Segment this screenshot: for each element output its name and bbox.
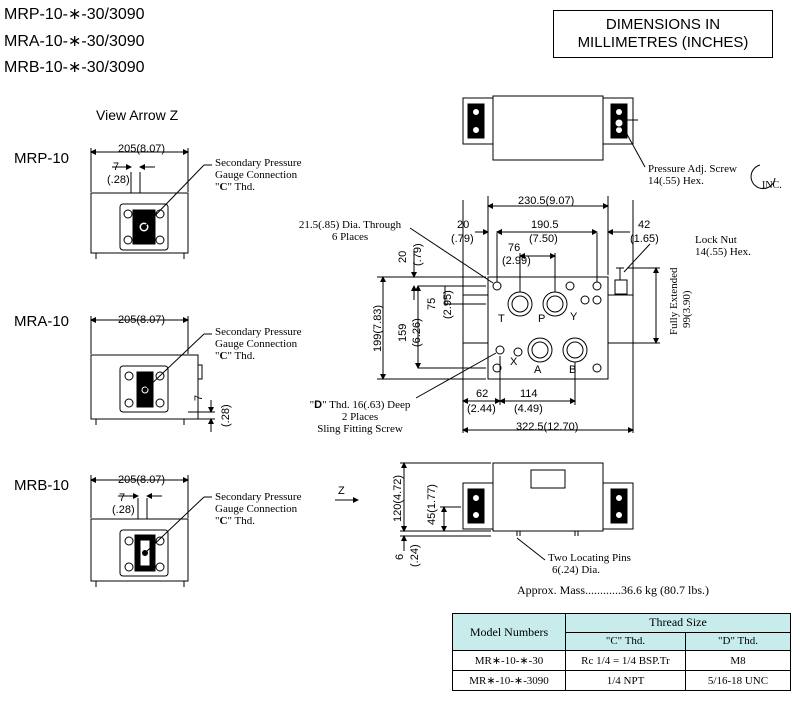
title-mrp: MRP-10-∗-30/3090 <box>4 6 145 23</box>
title-mrb: MRB-10-∗-30/3090 <box>4 59 145 76</box>
units-line2: MILLIMETRES (INCHES) <box>577 34 749 51</box>
dim-20-v-in: (.79) <box>412 243 424 266</box>
port-A: A <box>534 364 542 376</box>
mrp-note-secondary: Secondary Pressure Gauge Connection "C" … <box>215 157 302 193</box>
dim-230: 230.5(9.07) <box>518 195 575 207</box>
mrp-end-view <box>90 148 212 259</box>
dim-114: 114 <box>520 388 538 400</box>
dim-45: 45(1.77) <box>426 484 438 525</box>
model-label-mrp: MRP-10 <box>14 150 70 167</box>
units-line1: DIMENSIONS IN <box>605 16 721 33</box>
mrb-dim-205: 205(8.07) <box>118 474 166 486</box>
top-view <box>462 95 776 190</box>
mra-dim-7: 7 <box>193 394 205 401</box>
dim-6: 6 <box>394 553 406 560</box>
port-T: T <box>498 313 505 325</box>
mrb-end-view <box>90 475 212 587</box>
title-mra: MRA-10-∗-30/3090 <box>4 33 145 50</box>
row-c: 1/4 NPT <box>565 670 686 691</box>
col-d-thd: "D" Thd. <box>685 631 791 651</box>
mra-dim-205: 205(8.07) <box>118 314 166 326</box>
dim-159-in: (6.26) <box>411 318 423 347</box>
row-d: 5/16-18 UNC <box>685 670 791 691</box>
inc-label: INC. <box>762 180 782 191</box>
row-d: M8 <box>685 650 791 671</box>
dim-199: 199(7.83) <box>372 304 384 352</box>
dim-120: 120(4.72) <box>392 474 404 522</box>
col-c-thd: "C" Thd. <box>565 631 686 651</box>
mra-dim-7-in: (.28) <box>220 404 232 427</box>
dim-75: 75 <box>426 297 438 310</box>
locating-pins-note: Two Locating Pins 6(.24) Dia. <box>548 552 631 576</box>
dim-114-in: (4.49) <box>514 403 543 415</box>
dim-6-in: (.24) <box>409 544 421 567</box>
pressure-adj-note: Pressure Adj. Screw 14(.55) Hex. <box>648 163 737 187</box>
dim-76-in: (2.99) <box>502 255 531 267</box>
row-model: MR∗-10-∗-30 <box>452 650 566 671</box>
port-B: B <box>569 364 577 376</box>
mrb-note-secondary: Secondary Pressure Gauge Connection "C" … <box>215 491 302 527</box>
fully-extended-value: 99(3.90) <box>681 290 693 328</box>
mra-note-secondary: Secondary Pressure Gauge Connection "C" … <box>215 326 302 362</box>
row-c: Rc 1/4 = 1/4 BSP.Tr <box>565 650 686 671</box>
dia-through-note: 21.5(.85) Dia. Through 6 Places <box>298 219 402 243</box>
mrp-dim-7-in: (.28) <box>107 174 130 186</box>
dim-20: 20 <box>457 219 470 231</box>
lock-nut-note: Lock Nut 14(.55) Hex. <box>695 234 751 258</box>
dim-190-in: (7.50) <box>529 233 558 245</box>
dim-20-in: (.79) <box>451 233 474 245</box>
row-model: MR∗-10-∗-3090 <box>452 670 566 691</box>
dim-42-in: (1.65) <box>630 233 659 245</box>
side-view <box>335 462 634 561</box>
dim-322: 322.5(12.70) <box>516 421 579 433</box>
model-label-mra: MRA-10 <box>14 313 70 330</box>
col-model-numbers: Model Numbers <box>452 613 566 651</box>
mrp-dim-7: 7 <box>113 161 120 173</box>
fully-extended-label: Fully Extended <box>668 267 680 335</box>
front-view <box>377 196 660 433</box>
port-X: X <box>510 356 518 368</box>
dim-190: 190.5 <box>531 219 559 231</box>
view-arrow-label: View Arrow Z <box>96 107 179 123</box>
model-label-mrb: MRB-10 <box>14 477 70 494</box>
dim-42: 42 <box>638 219 651 231</box>
dim-75-in: (2.95) <box>442 290 454 319</box>
thread-size-table: Model Numbers Thread Size "C" Thd. "D" T… <box>452 613 791 691</box>
table-row: MR∗-10-∗-3090 1/4 NPT 5/16-18 UNC <box>452 670 791 691</box>
dim-20-v: 20 <box>397 250 409 263</box>
mrp-dim-205: 205(8.07) <box>118 143 166 155</box>
mra-end-view <box>90 316 215 432</box>
d-thd-note: "D" Thd. 16(.63) Deep 2 Places Sling Fit… <box>309 399 411 435</box>
port-Y: Y <box>570 311 578 323</box>
col-thread-size: Thread Size <box>565 613 791 633</box>
dim-76: 76 <box>508 242 521 254</box>
dim-159: 159 <box>397 323 409 342</box>
dim-62-in: (2.44) <box>467 403 496 415</box>
mrb-dim-7-in: (.28) <box>112 504 135 516</box>
table-row: MR∗-10-∗-30 Rc 1/4 = 1/4 BSP.Tr M8 <box>452 650 791 671</box>
approx-mass: Approx. Mass............36.6 kg (80.7 lb… <box>517 583 709 597</box>
mrb-dim-7: 7 <box>119 492 126 504</box>
units-box: DIMENSIONS IN MILLIMETRES (INCHES) <box>553 10 773 58</box>
arrow-z-label: Z <box>338 485 345 497</box>
port-P: P <box>538 313 546 325</box>
dim-62: 62 <box>476 388 489 400</box>
